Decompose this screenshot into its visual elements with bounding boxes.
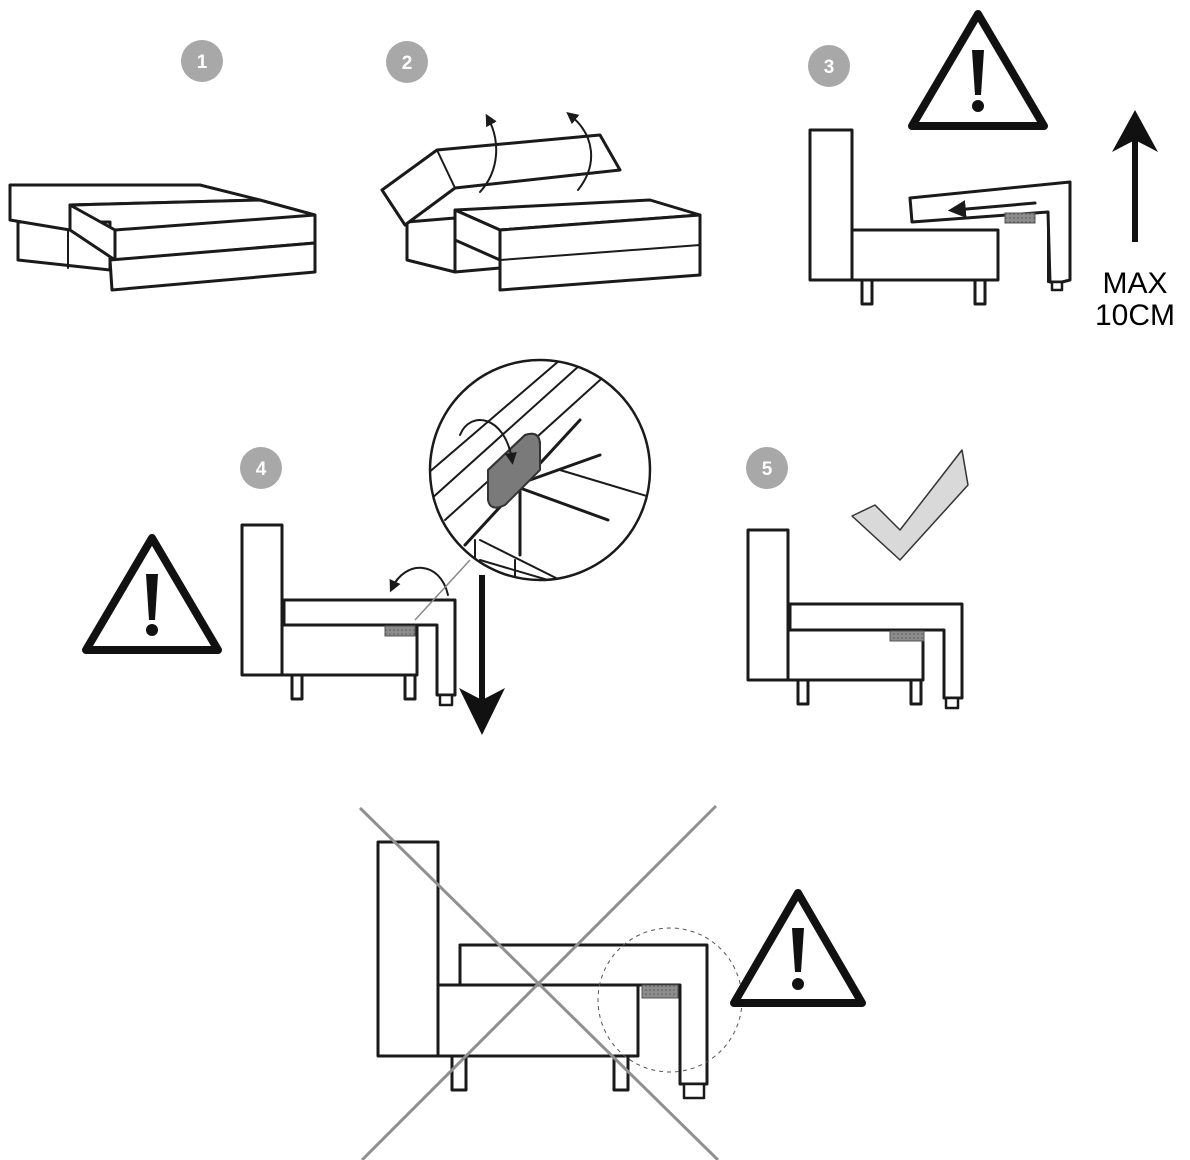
bracket-icon xyxy=(487,432,541,509)
boxes-stacked-illustration xyxy=(8,183,317,292)
step-3: 3 MAX 10CM xyxy=(808,10,1175,332)
down-arrow-icon xyxy=(459,575,505,735)
sofa-side-view-incorrect xyxy=(376,840,743,1100)
step-number-4: 4 xyxy=(256,459,267,480)
up-arrow-icon xyxy=(1112,110,1158,242)
step-number-2: 2 xyxy=(402,53,413,74)
step-number-3: 3 xyxy=(824,57,835,78)
cross-icon xyxy=(358,804,720,1160)
step-badge-2: 2 xyxy=(386,41,428,83)
step-number-5: 5 xyxy=(762,459,773,480)
sofa-side-view-connecting xyxy=(240,523,471,707)
step-4: 4 xyxy=(82,358,652,735)
boxes-lifting-illustration xyxy=(380,111,702,292)
step-number-1: 1 xyxy=(197,52,208,73)
step-badge-3: 3 xyxy=(808,45,850,87)
checkmark-icon xyxy=(851,449,969,561)
step-badge-1: 1 xyxy=(181,40,223,82)
step-5: 5 xyxy=(746,447,969,710)
sofa-side-view-connected xyxy=(746,528,964,710)
max-label-line2: 10CM xyxy=(1095,299,1175,332)
incorrect-example xyxy=(358,804,866,1160)
step-2: 2 xyxy=(380,41,702,292)
warning-icon xyxy=(82,534,222,654)
step-badge-5: 5 xyxy=(746,447,788,489)
warning-icon xyxy=(908,10,1048,130)
warning-icon xyxy=(730,889,866,1007)
step-badge-4: 4 xyxy=(240,447,282,489)
magnified-bracket-detail xyxy=(428,358,652,582)
sofa-side-view-lifting xyxy=(808,128,1072,306)
max-label-line1: MAX xyxy=(1102,267,1167,300)
step-1: 1 xyxy=(8,40,317,292)
